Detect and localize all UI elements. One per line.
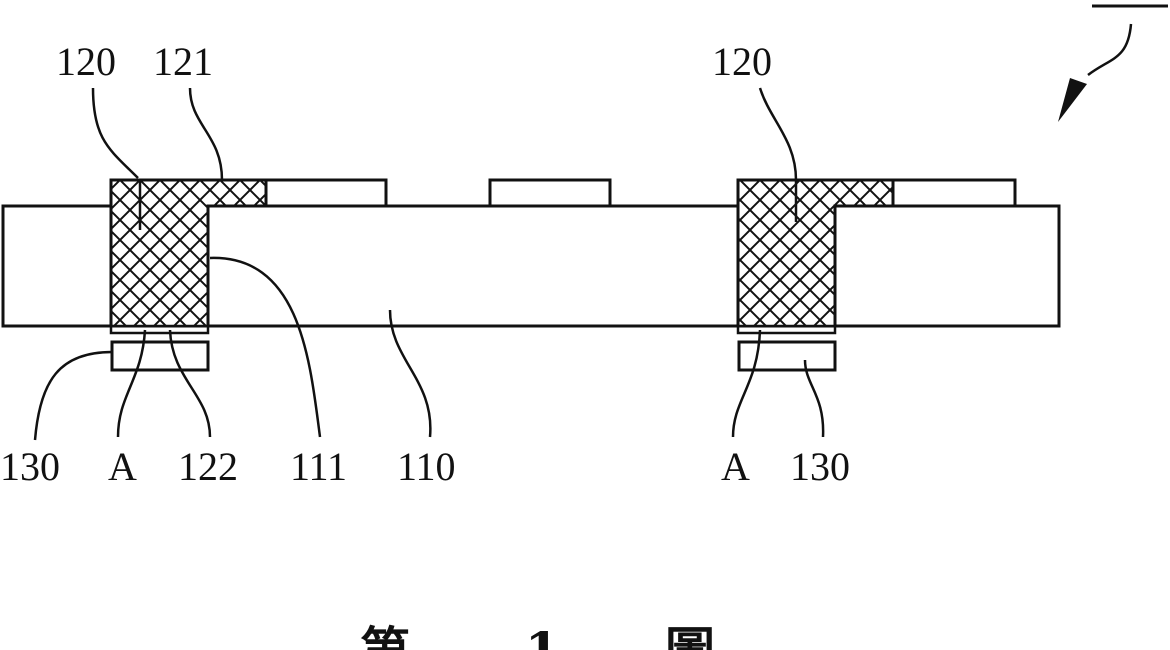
- pad-left: [264, 178, 388, 208]
- caption-di: 第: [360, 621, 410, 650]
- label-121: 121: [153, 39, 213, 84]
- label-A-right: A: [721, 444, 750, 489]
- reference-arrow-icon: [1058, 4, 1168, 122]
- label-130-left: 130: [0, 444, 60, 489]
- leader-lines: [33, 87, 825, 441]
- pad-right: [891, 178, 1017, 208]
- label-111: 111: [290, 444, 347, 489]
- label-130-right: 130: [790, 444, 850, 489]
- label-A-left: A: [108, 444, 137, 489]
- label-122: 122: [178, 444, 238, 489]
- via-left-120: [109, 178, 268, 335]
- pad-middle: [488, 178, 612, 208]
- via-right-120: [736, 178, 895, 335]
- bump-right-130: [737, 340, 837, 372]
- caption-number: 1: [525, 621, 560, 650]
- label-120-right: 120: [712, 39, 772, 84]
- label-120-left: 120: [56, 39, 116, 84]
- label-110: 110: [397, 444, 456, 489]
- bump-left-130: [110, 340, 210, 372]
- caption-tu: 圖: [665, 621, 715, 650]
